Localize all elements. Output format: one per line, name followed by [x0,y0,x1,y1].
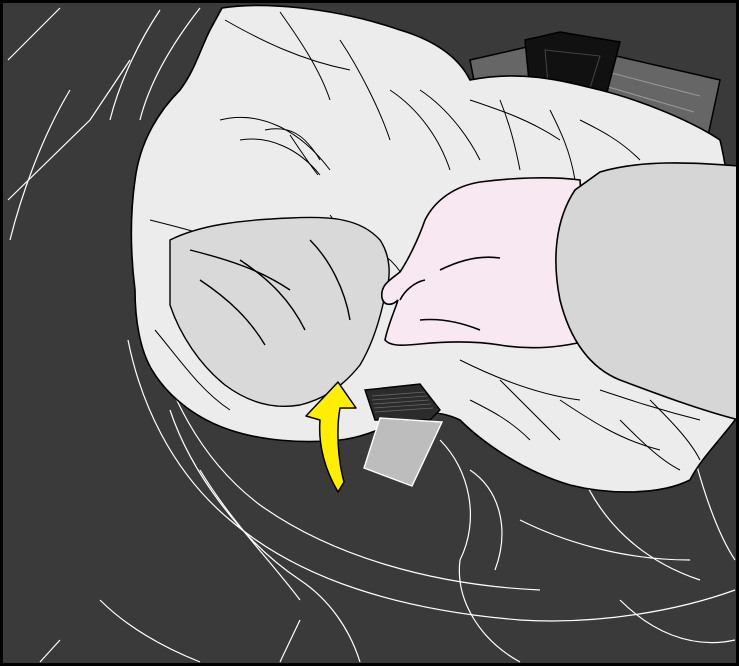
illustration-canvas [0,0,739,666]
cover-removal-illustration [0,0,739,666]
